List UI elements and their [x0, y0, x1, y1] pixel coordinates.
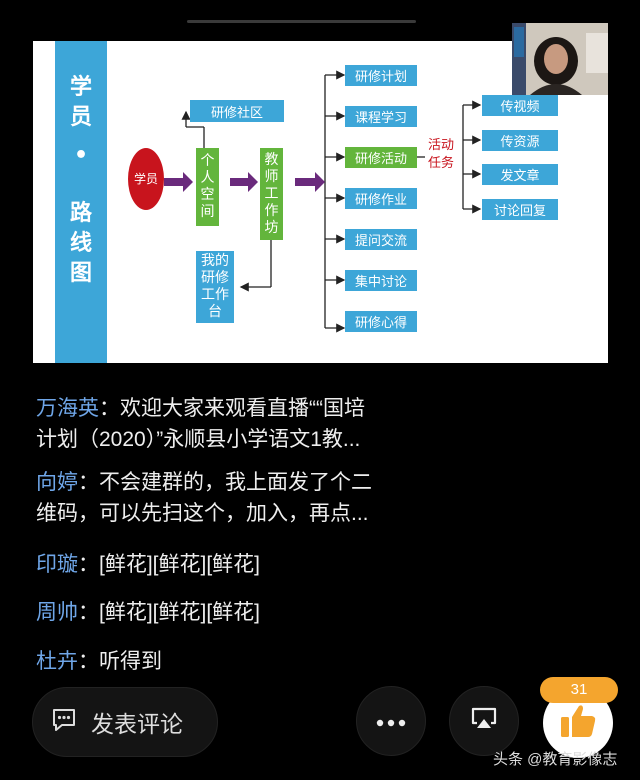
sidebar-char: 线 — [69, 231, 92, 256]
task-video: 传视频 — [482, 95, 558, 116]
module-activity: 研修活动 — [345, 147, 417, 168]
task-label-line: 任务 — [427, 156, 454, 171]
box-char: 教 — [264, 151, 279, 168]
activity-task-label: 活动 任务 — [424, 137, 458, 173]
box-char: 台 — [208, 304, 222, 320]
cast-icon — [470, 706, 498, 736]
like-count-badge: 31 — [540, 677, 618, 703]
more-icon — [376, 712, 406, 731]
community-box: 研修社区 — [190, 100, 284, 122]
box-char: 个 — [200, 153, 215, 169]
slide-sidebar: 学 员 • 路 线 图 — [55, 41, 107, 363]
box-char: 工作 — [201, 287, 229, 303]
post-comment-label: 发表评论 — [91, 711, 183, 737]
presenter-image — [512, 23, 608, 95]
box-char: 我的 — [201, 253, 229, 269]
box-char: 人 — [200, 170, 215, 186]
comment-item: 向婷：不会建群的，我上面发了个二 维码，可以先扫这个，加入，再点... — [36, 467, 416, 529]
task-reply: 讨论回复 — [482, 199, 558, 220]
comment-text: ：听得到 — [78, 650, 162, 673]
module-plan: 研修计划 — [345, 65, 417, 86]
comment-text-cont: 计划（2020）”永顺县小学语文1教... — [36, 428, 361, 451]
sidebar-char: 图 — [69, 261, 92, 286]
module-qa: 提问交流 — [345, 229, 417, 250]
comment-item: 周帅：[鲜花][鲜花][鲜花] — [36, 597, 416, 628]
comment-text: ：[鲜花][鲜花][鲜花] — [78, 553, 261, 576]
learner-node: 学员 — [128, 148, 164, 210]
task-resource: 传资源 — [482, 130, 558, 151]
personal-space-box: 个 人 空 间 — [196, 148, 219, 226]
comment-author[interactable]: 印璇 — [36, 553, 78, 576]
module-discussion: 集中讨论 — [345, 270, 417, 291]
sidebar-char: 员 — [69, 105, 92, 130]
comment-item: 杜卉：听得到 — [36, 646, 416, 677]
sidebar-char: • — [73, 143, 89, 168]
comment-icon — [51, 708, 77, 736]
box-char: 工 — [264, 185, 279, 202]
comment-text: ：欢迎大家来观看直播““国培 — [99, 397, 365, 420]
flow-connectors — [164, 70, 482, 333]
comment-item: 万海英：欢迎大家来观看直播““国培 计划（2020）”永顺县小学语文1教... — [36, 393, 416, 455]
watermark: 头条 @教育影像志 — [493, 751, 618, 768]
task-article: 发文章 — [482, 164, 558, 185]
comment-author[interactable]: 向婷 — [36, 471, 78, 494]
box-char: 作 — [264, 202, 279, 219]
comment-text-cont: 维码，可以先扫这个，加入，再点... — [36, 502, 369, 525]
post-comment-button[interactable]: 发表评论 — [32, 687, 218, 757]
box-char: 坊 — [264, 219, 279, 236]
module-homework: 研修作业 — [345, 188, 417, 209]
comment-item: 印璇：[鲜花][鲜花][鲜花] — [36, 549, 416, 580]
task-label-line: 活动 — [427, 138, 454, 153]
comment-author[interactable]: 周帅 — [36, 601, 78, 624]
more-button[interactable] — [356, 686, 426, 756]
comment-author[interactable]: 杜卉 — [36, 650, 78, 673]
module-reflection: 研修心得 — [345, 311, 417, 332]
teacher-studio-box: 教 师 工 作 坊 — [260, 148, 283, 240]
module-course: 课程学习 — [345, 106, 417, 127]
comment-author[interactable]: 万海英 — [36, 397, 99, 420]
box-char: 间 — [200, 204, 215, 220]
sidebar-char: 学 — [69, 75, 92, 100]
box-char: 研修 — [201, 270, 229, 286]
top-indicator — [187, 20, 416, 23]
comment-text: ：不会建群的，我上面发了个二 — [78, 471, 372, 494]
box-char: 空 — [200, 187, 215, 203]
presenter-camera — [512, 23, 608, 95]
comment-text: ：[鲜花][鲜花][鲜花] — [78, 601, 261, 624]
sidebar-char: 路 — [69, 201, 92, 226]
my-workbench-box: 我的 研修 工作 台 — [196, 251, 234, 323]
thumbs-up-icon — [558, 702, 598, 744]
cast-button[interactable] — [449, 686, 519, 756]
box-char: 师 — [264, 168, 279, 185]
